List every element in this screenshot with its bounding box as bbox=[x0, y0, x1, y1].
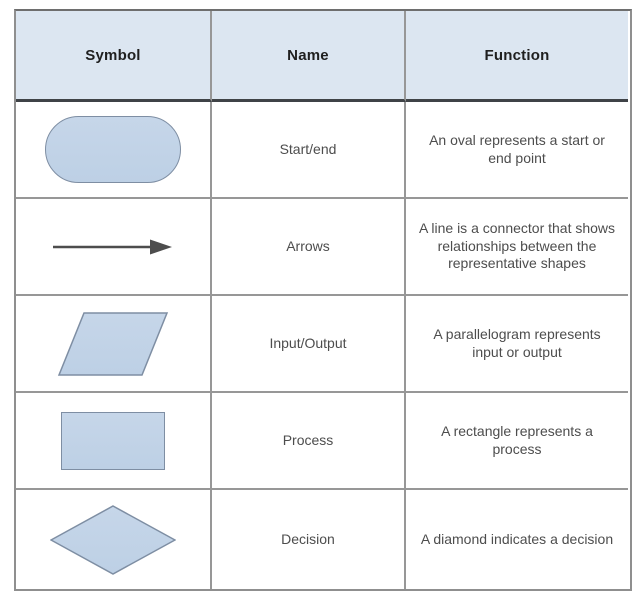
row-name-label: Start/end bbox=[279, 140, 337, 157]
column-header-name: Name bbox=[212, 11, 406, 102]
row-name-label: Input/Output bbox=[269, 334, 347, 351]
row-function-text: An oval represents a start or end point bbox=[429, 132, 605, 166]
parallelogram-shape bbox=[57, 311, 169, 376]
symbol-cell-decision bbox=[16, 490, 212, 589]
row-name-label: Decision bbox=[281, 530, 335, 547]
name-cell-start-end: Start/end bbox=[212, 102, 406, 199]
row-function-text: A line is a connector that shows relatio… bbox=[418, 220, 616, 272]
flowchart-symbols-table: Symbol Name Function Start/end An oval r… bbox=[14, 9, 632, 591]
rectangle-shape bbox=[61, 411, 165, 470]
name-cell-process: Process bbox=[212, 393, 406, 490]
function-cell-start-end: An oval represents a start or end point bbox=[406, 102, 628, 199]
diamond-shape bbox=[50, 504, 176, 575]
row-function-text: A parallelogram represents input or outp… bbox=[433, 326, 601, 360]
name-cell-input-output: Input/Output bbox=[212, 296, 406, 393]
row-function-text: A rectangle represents a process bbox=[441, 423, 593, 457]
column-header-symbol: Symbol bbox=[16, 11, 212, 102]
column-header-function: Function bbox=[406, 11, 628, 102]
symbol-cell-start-end bbox=[16, 102, 212, 199]
row-function-text: A diamond indicates a decision bbox=[420, 530, 614, 547]
symbol-cell-arrows bbox=[16, 199, 212, 296]
function-cell-arrows: A line is a connector that shows relatio… bbox=[406, 199, 628, 296]
column-header-name-label: Name bbox=[287, 46, 329, 64]
column-header-symbol-label: Symbol bbox=[85, 46, 141, 64]
symbol-cell-process bbox=[16, 393, 212, 490]
row-name-label: Arrows bbox=[286, 237, 330, 254]
function-cell-process: A rectangle represents a process bbox=[406, 393, 628, 490]
name-cell-arrows: Arrows bbox=[212, 199, 406, 296]
column-header-function-label: Function bbox=[484, 46, 550, 64]
arrow-shape bbox=[53, 239, 172, 254]
oval-shape bbox=[45, 116, 181, 183]
row-name-label: Process bbox=[282, 431, 334, 448]
function-cell-decision: A diamond indicates a decision bbox=[406, 490, 628, 589]
symbol-cell-input-output bbox=[16, 296, 212, 393]
name-cell-decision: Decision bbox=[212, 490, 406, 589]
function-cell-input-output: A parallelogram represents input or outp… bbox=[406, 296, 628, 393]
